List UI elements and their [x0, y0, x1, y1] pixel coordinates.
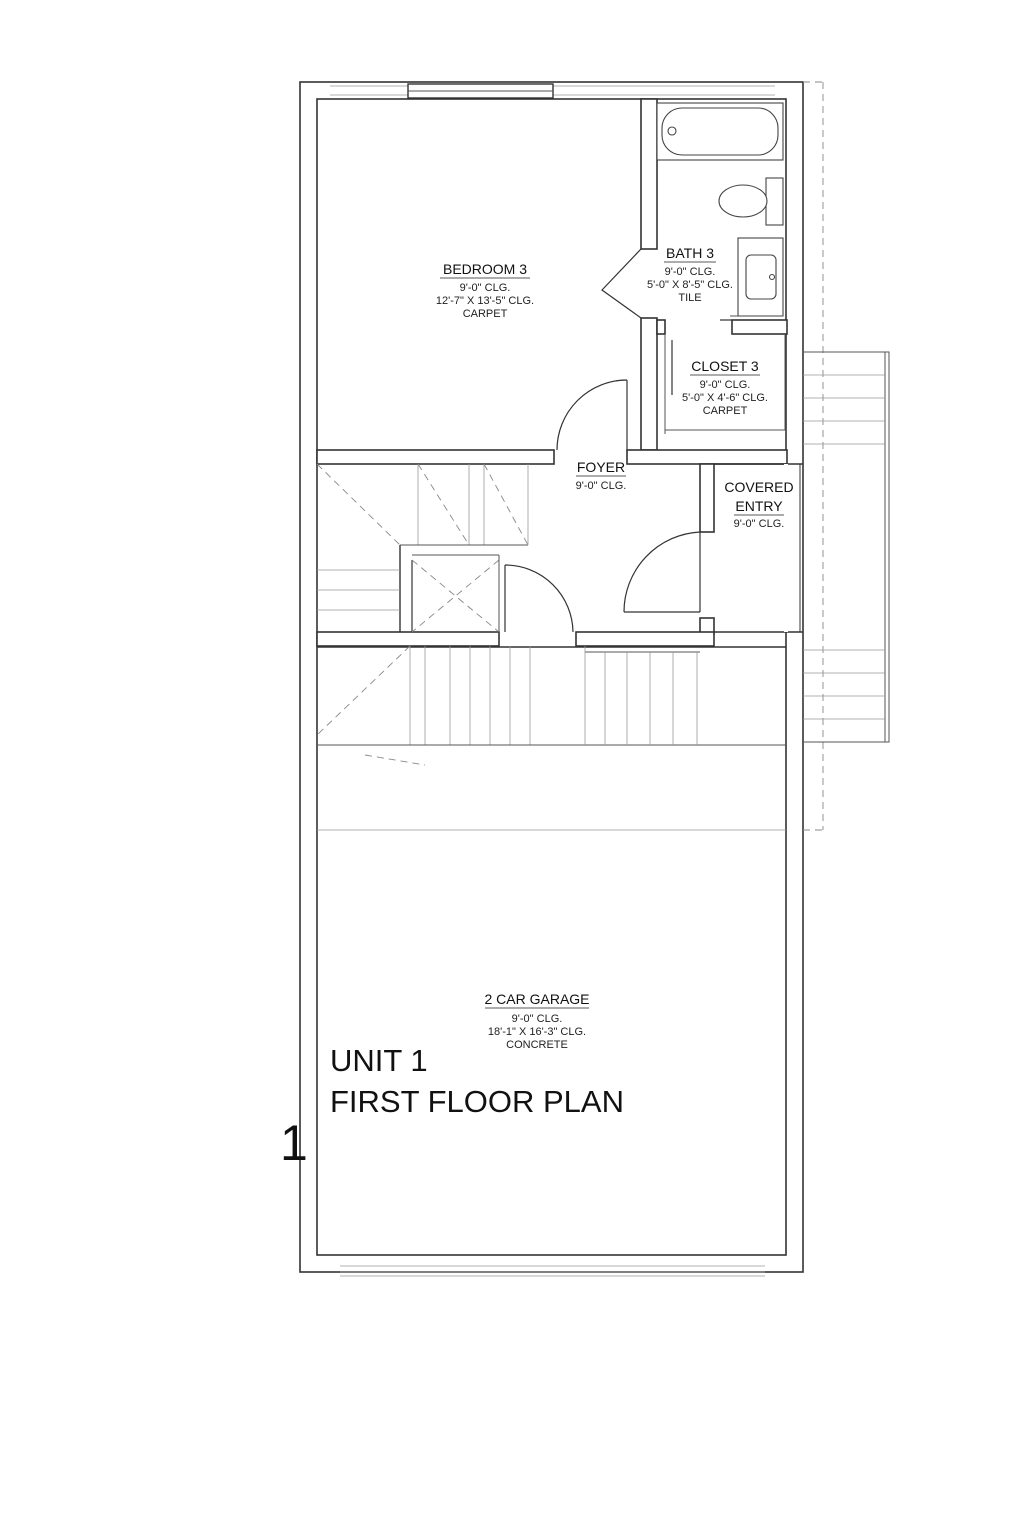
drawing-number: 1 [280, 1115, 308, 1171]
room-name: 2 CAR GARAGE [484, 991, 589, 1007]
exterior-walls [299, 81, 804, 1277]
exterior-stair [803, 81, 890, 831]
label-bedroom3: BEDROOM 3 9'-0" CLG. 12'-7" X 13'-5" CLG… [436, 261, 534, 320]
room-ceiling: 9'-0" CLG. [512, 1013, 563, 1025]
doors [504, 248, 732, 633]
room-size: 18'-1" X 16'-3" CLG. [488, 1026, 586, 1038]
label-closet3: CLOSET 3 9'-0" CLG. 5'-0" X 4'-6" CLG. C… [682, 358, 768, 417]
bath-fixtures [656, 102, 784, 317]
room-name: CLOSET 3 [691, 358, 759, 374]
room-name: FOYER [577, 459, 625, 475]
drawing-title-unit: UNIT 1 [330, 1043, 428, 1078]
label-garage: 2 CAR GARAGE 9'-0" CLG. 18'-1" X 16'-3" … [484, 991, 589, 1051]
interior-walls [316, 98, 803, 648]
closet-shelf [664, 334, 786, 434]
room-name: BEDROOM 3 [443, 261, 527, 277]
room-name: BATH 3 [666, 245, 714, 261]
room-finish: CARPET [703, 405, 748, 417]
room-name-line2: ENTRY [735, 498, 783, 514]
stairs [316, 463, 786, 831]
room-finish: TILE [678, 292, 701, 304]
room-ceiling: 9'-0" CLG. [665, 266, 716, 278]
room-ceiling: 9'-0" CLG. [700, 379, 751, 391]
label-covered-entry: COVERED ENTRY 9'-0" CLG. [724, 479, 793, 530]
room-ceiling: 9'-0" CLG. [734, 518, 785, 530]
room-finish: CARPET [463, 308, 508, 320]
room-size: 5'-0" X 4'-6" CLG. [682, 392, 768, 404]
room-size: 5'-0" X 8'-5" CLG. [647, 279, 733, 291]
room-ceiling: 9'-0" CLG. [460, 282, 511, 294]
room-size: 12'-7" X 13'-5" CLG. [436, 295, 534, 307]
room-name-line1: COVERED [724, 479, 793, 495]
room-ceiling: 9'-0" CLG. [576, 480, 627, 492]
drawing-title-plan: FIRST FLOOR PLAN [330, 1084, 624, 1119]
label-foyer: FOYER 9'-0" CLG. [576, 459, 627, 492]
label-bath3: BATH 3 9'-0" CLG. 5'-0" X 8'-5" CLG. TIL… [647, 245, 733, 304]
room-finish: CONCRETE [506, 1039, 568, 1051]
